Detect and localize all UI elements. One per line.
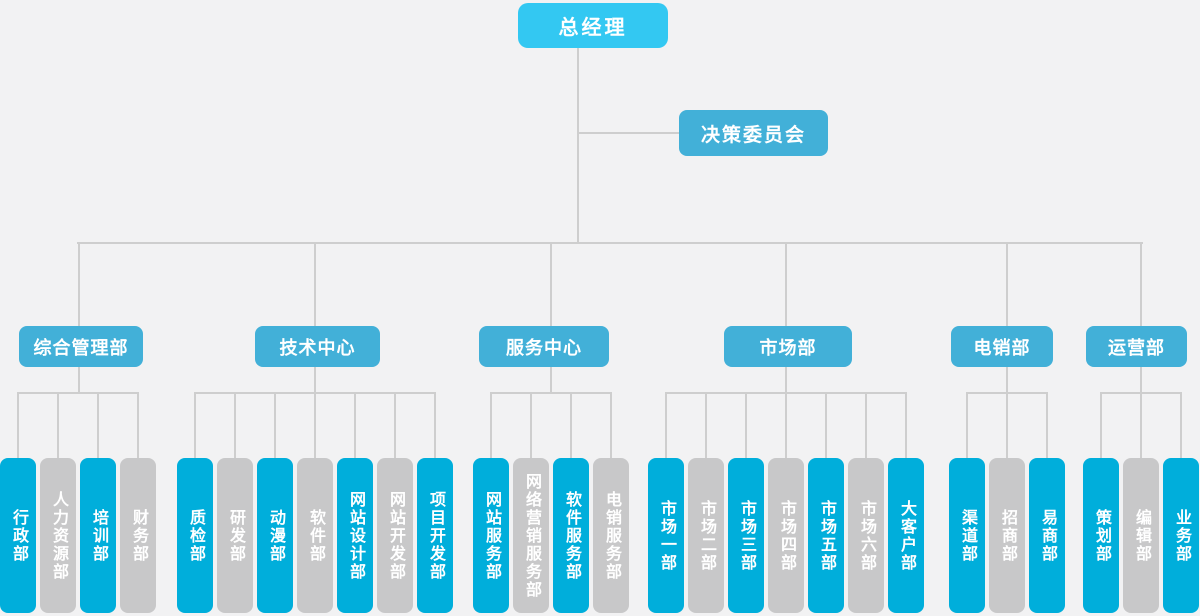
sub-dept-label: 培训部 — [90, 508, 107, 563]
sub-dept-label: 网站开发部 — [387, 490, 404, 581]
dept-node-2: 服务中心 — [479, 326, 609, 367]
sub-dept-label: 市场五部 — [818, 499, 835, 572]
committee-node-label: 决策委员会 — [700, 124, 806, 146]
sub-dept-group-0: 行政部 人力资源部 培训部 财务部 — [0, 392, 156, 613]
connector-dept-stub-1 — [314, 366, 316, 393]
dept-node-label: 电销部 — [973, 337, 1031, 358]
sub-dept-bar: 市场二部 — [688, 392, 724, 613]
connector-root-trunk — [577, 46, 579, 243]
sub-dept-bar: 招商部 — [989, 392, 1025, 613]
sub-dept-group-4: 渠道部 招商部 易商部 — [949, 392, 1065, 613]
sub-dept-label: 质检部 — [187, 508, 204, 563]
sub-dept-label: 市场四部 — [778, 499, 795, 572]
connector-committee-branch — [578, 132, 679, 134]
sub-dept-bar: 市场六部 — [848, 392, 884, 613]
sub-dept-bar: 网站设计部 — [337, 392, 373, 613]
sub-dept-label: 招商部 — [999, 508, 1016, 563]
sub-dept-bar: 行政部 — [0, 392, 36, 613]
sub-dept-bar: 易商部 — [1029, 392, 1065, 613]
sub-dept-label: 大客户部 — [898, 499, 915, 572]
sub-dept-label: 业务部 — [1173, 508, 1190, 563]
dept-node-label: 市场部 — [759, 337, 817, 358]
sub-dept-label: 市场二部 — [698, 499, 715, 572]
sub-dept-label: 人力资源部 — [50, 490, 67, 581]
sub-dept-label: 市场六部 — [858, 499, 875, 572]
sub-dept-bar: 软件服务部 — [553, 392, 589, 613]
sub-dept-label: 渠道部 — [959, 508, 976, 563]
sub-dept-bar: 研发部 — [217, 392, 253, 613]
sub-dept-bar: 软件部 — [297, 392, 333, 613]
connector-dept-stub-4 — [1006, 366, 1008, 393]
sub-dept-label: 电销服务部 — [603, 490, 620, 581]
sub-dept-bar: 大客户部 — [888, 392, 924, 613]
sub-dept-label: 编辑部 — [1133, 508, 1150, 563]
connector-dept-stub-2 — [550, 366, 552, 393]
connector-dept-stub-5 — [1140, 366, 1142, 393]
connector-drop-3 — [785, 242, 787, 327]
sub-dept-bar: 项目开发部 — [417, 392, 453, 613]
sub-dept-label: 网站设计部 — [347, 490, 364, 581]
sub-dept-bar: 网络营销服务部 — [513, 392, 549, 613]
sub-dept-group-3: 市场一部 市场二部 市场三部 市场四部 市场五部 市场六部 大客户部 — [648, 392, 924, 613]
sub-dept-label: 策划部 — [1093, 508, 1110, 563]
connector-drop-0 — [78, 242, 80, 327]
sub-dept-bar: 财务部 — [120, 392, 156, 613]
sub-dept-bar: 网站开发部 — [377, 392, 413, 613]
root-node-general-manager: 总经理 — [518, 3, 668, 48]
sub-dept-bar: 渠道部 — [949, 392, 985, 613]
dept-node-0: 综合管理部 — [19, 326, 143, 367]
sub-dept-group-1: 质检部 研发部 动漫部 软件部 网站设计部 网站开发部 项目开发部 — [177, 392, 453, 613]
sub-dept-group-2: 网站服务部 网络营销服务部 软件服务部 电销服务部 — [473, 392, 629, 613]
sub-dept-label: 财务部 — [130, 508, 147, 563]
sub-dept-bar: 市场五部 — [808, 392, 844, 613]
connector-drop-1 — [314, 242, 316, 327]
sub-dept-label: 动漫部 — [267, 508, 284, 563]
dept-node-label: 技术中心 — [279, 337, 356, 358]
sub-dept-label: 项目开发部 — [427, 490, 444, 581]
sub-dept-label: 易商部 — [1039, 508, 1056, 563]
dept-node-5: 运营部 — [1086, 326, 1187, 367]
sub-dept-bar: 电销服务部 — [593, 392, 629, 613]
connector-drop-2 — [550, 242, 552, 327]
connector-dept-stub-0 — [78, 366, 80, 393]
committee-node: 决策委员会 — [679, 110, 828, 156]
root-node-label: 总经理 — [558, 17, 628, 39]
dept-node-label: 综合管理部 — [33, 337, 129, 358]
dept-node-3: 市场部 — [724, 326, 852, 367]
connector-main-horizontal — [77, 242, 1143, 244]
sub-dept-bar: 编辑部 — [1123, 392, 1159, 613]
sub-dept-bar: 培训部 — [80, 392, 116, 613]
sub-dept-bar: 市场四部 — [768, 392, 804, 613]
connector-dept-stub-3 — [785, 366, 787, 393]
dept-node-label: 服务中心 — [506, 337, 582, 358]
dept-node-4: 电销部 — [951, 326, 1053, 367]
sub-dept-label: 软件服务部 — [563, 490, 580, 581]
sub-dept-bar: 人力资源部 — [40, 392, 76, 613]
sub-dept-label: 行政部 — [10, 508, 27, 563]
dept-node-label: 运营部 — [1108, 337, 1165, 358]
sub-dept-bar: 质检部 — [177, 392, 213, 613]
sub-dept-bar: 业务部 — [1163, 392, 1199, 613]
sub-dept-bar: 动漫部 — [257, 392, 293, 613]
sub-dept-bar: 策划部 — [1083, 392, 1119, 613]
sub-dept-group-5: 策划部 编辑部 业务部 — [1083, 392, 1199, 613]
connector-drop-5 — [1140, 242, 1142, 327]
sub-dept-bar: 网站服务部 — [473, 392, 509, 613]
sub-dept-label: 市场一部 — [658, 499, 675, 572]
sub-dept-label: 软件部 — [307, 508, 324, 563]
connector-drop-4 — [1006, 242, 1008, 327]
dept-node-1: 技术中心 — [255, 326, 380, 367]
sub-dept-label: 网络营销服务部 — [523, 472, 540, 599]
sub-dept-label: 市场三部 — [738, 499, 755, 572]
sub-dept-label: 网站服务部 — [483, 490, 500, 581]
sub-dept-label: 研发部 — [227, 508, 244, 563]
sub-dept-bar: 市场一部 — [648, 392, 684, 613]
sub-dept-bar: 市场三部 — [728, 392, 764, 613]
